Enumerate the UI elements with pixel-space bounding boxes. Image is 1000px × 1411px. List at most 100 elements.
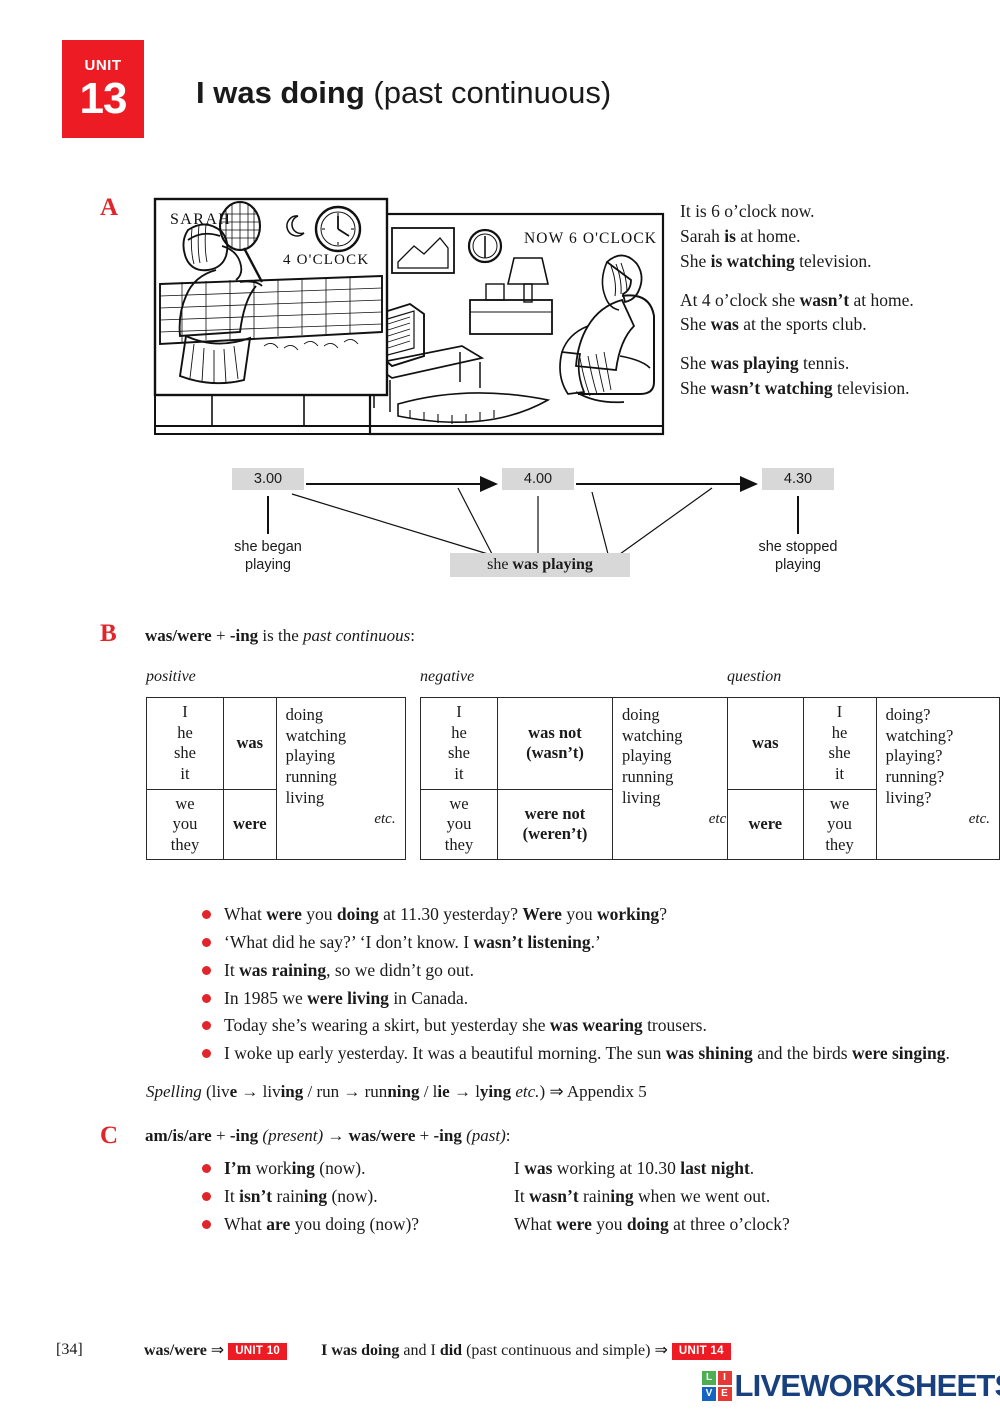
b-ex-5-part-0: I woke up early yesterday. It was a beau…	[224, 1043, 666, 1064]
present-form-text: I’m working (now).	[224, 1156, 514, 1181]
page-title: I was doing (past continuous)	[196, 75, 611, 111]
a-p3-line2c: television.	[832, 378, 910, 399]
present-form-text: It isn’t raining (now).	[224, 1184, 514, 1209]
b-ex-5-part-4: .	[945, 1043, 950, 1064]
c-right-1-part-3: ing	[610, 1185, 634, 1206]
a-p1-line2a: Sarah	[680, 225, 725, 246]
verb-running: running	[285, 766, 337, 786]
timeline-time-1: 3.00	[232, 468, 304, 490]
c-right-0-part-1: was	[524, 1158, 553, 1178]
b-ex-0-part-3: doing	[336, 904, 379, 924]
footer-ref-1: was/were ⇒UNIT 10	[144, 1340, 288, 1360]
footer-ref1-badge[interactable]: UNIT 10	[228, 1343, 288, 1360]
pronouns-plural: we you they	[146, 788, 224, 861]
c-intro-bold2: -ing	[229, 1126, 259, 1145]
verb-playing: playing	[622, 746, 672, 766]
aux-was: was	[223, 697, 277, 790]
liveworksheets-logo-text: LIVEWORKSHEETS	[734, 1368, 1000, 1403]
timeline-time-2: 4.00	[502, 468, 574, 490]
example-text: It was raining, so we didn’t go out.	[224, 960, 474, 980]
spelling-a: (liv	[201, 1082, 230, 1101]
grammar-table-question: was I he she it doing? watching? playing…	[727, 696, 1000, 861]
pronouns-singular: I he she it	[420, 697, 498, 790]
aux-was-not: was not (wasn’t)	[497, 697, 613, 790]
b-ex-5-part-1: was shining	[665, 1043, 753, 1064]
a-p1-line3b: is watching	[710, 250, 795, 271]
a-p3-line1b: was playing	[710, 353, 799, 374]
section-letter-c: C	[100, 1122, 119, 1149]
b-ex-2-part-1: was raining	[239, 959, 327, 980]
c-left-1-part-0: It	[224, 1185, 240, 1206]
b-ex-5-part-3: were singing	[851, 1043, 946, 1064]
c-right-2-part-3: doing	[626, 1213, 669, 1234]
b-ex-0-part-5: Were	[522, 904, 562, 924]
bullet-dot-icon	[202, 993, 211, 1003]
b-ex-1-part-2: .’	[590, 931, 601, 952]
b-ex-4-part-0: Today she’s wearing a skirt, but yesterd…	[224, 1015, 550, 1036]
b-ex-2-part-2: , so we didn’t go out.	[326, 959, 475, 980]
tl-c2-plain: she	[487, 556, 513, 573]
c-left-0-part-1: work	[251, 1158, 292, 1178]
bullet-dot-icon	[202, 910, 211, 919]
table-row: we you they were not (weren’t)	[420, 788, 740, 861]
aux-were: were	[223, 788, 277, 861]
table-row: I he she it was doing watching playing r…	[146, 696, 406, 861]
logo-tile-e: E	[717, 1386, 732, 1401]
example-text: In 1985 we were living in Canada.	[224, 988, 468, 1008]
verb-doing: doing?	[885, 705, 931, 724]
verb-watching: watching?	[885, 725, 954, 745]
c-intro-bold4: -ing	[433, 1126, 462, 1145]
spelling-bold-ie: ie	[437, 1082, 450, 1101]
footer-ref1-text: was/were	[144, 1342, 207, 1359]
b-ex-4-part-2: trousers.	[642, 1015, 707, 1036]
logo-tile-i: I	[717, 1371, 732, 1386]
c-intro-bold3: was/were	[348, 1126, 416, 1145]
b-intro-bold1: was/were	[145, 626, 212, 645]
bullet-dot-icon	[202, 937, 211, 947]
a-p1-line1: It is 6 o’clock now.	[680, 201, 815, 221]
c-left-1-part-2: rain	[272, 1185, 304, 1206]
c-right-2-part-0: What	[514, 1213, 557, 1234]
spelling-b: → liv	[237, 1082, 281, 1101]
b-ex-0-part-8: ?	[659, 904, 667, 924]
b-intro-plain3: :	[410, 626, 415, 645]
c-left-2-part-1: are	[266, 1213, 291, 1234]
a-p2-line1b: wasn’t	[799, 289, 850, 310]
section-letter-b: B	[100, 620, 117, 647]
c-left-0-part-3: (now).	[314, 1158, 366, 1178]
example-text: ‘What did he say?’ ‘I don’t know. I wasn…	[224, 932, 601, 952]
a-p2-line2a: She	[680, 314, 711, 335]
spelling-label: Spelling	[146, 1082, 202, 1101]
pronouns-plural: we you they	[802, 788, 877, 861]
b-ex-0-part-0: What	[224, 904, 267, 924]
c-intro-plain4: :	[505, 1126, 511, 1145]
spelling-etc: etc.	[511, 1082, 540, 1101]
past-form-text: It wasn’t raining when we went out.	[514, 1184, 956, 1209]
c-right-0-part-4: .	[749, 1158, 755, 1178]
verb-living: living?	[885, 787, 932, 807]
timeline-caption-stop: she stopped playing	[758, 539, 838, 574]
a-p1-line3c: television.	[794, 250, 872, 271]
verb-living: living	[285, 787, 325, 807]
example-bullet-row: I woke up early yesterday. It was a beau…	[196, 1041, 986, 1066]
spelling-bold-ning: ning	[387, 1082, 420, 1101]
b-ex-4-part-1: was wearing	[549, 1015, 643, 1036]
illustration-svg: NOW 6 O'CLOCK	[153, 197, 665, 436]
a-p1-line2c: at home.	[735, 225, 801, 246]
spelling-bold-y: y	[479, 1082, 489, 1101]
footer-ref2-badge[interactable]: UNIT 14	[671, 1343, 731, 1360]
table-caption-positive: positive	[146, 668, 196, 685]
a-p2-line2c: at the sports club.	[738, 314, 867, 335]
unit-badge: UNIT 13	[62, 40, 144, 138]
c-left-0-part-0: I’m	[224, 1158, 252, 1178]
spelling-c: / run → run	[303, 1082, 388, 1101]
spelling-d: / l	[419, 1082, 438, 1101]
verb-running: running?	[885, 766, 945, 786]
verb-list-negative: doing watching playing running living et…	[612, 696, 740, 861]
verb-watching: watching	[622, 725, 683, 745]
table-row: was I he she it doing? watching? playing…	[727, 696, 1000, 861]
c-intro-italic1: (present)	[258, 1126, 324, 1145]
c-right-2-part-4: at three o’clock?	[668, 1213, 790, 1234]
bullet-dot-icon	[202, 1049, 211, 1059]
